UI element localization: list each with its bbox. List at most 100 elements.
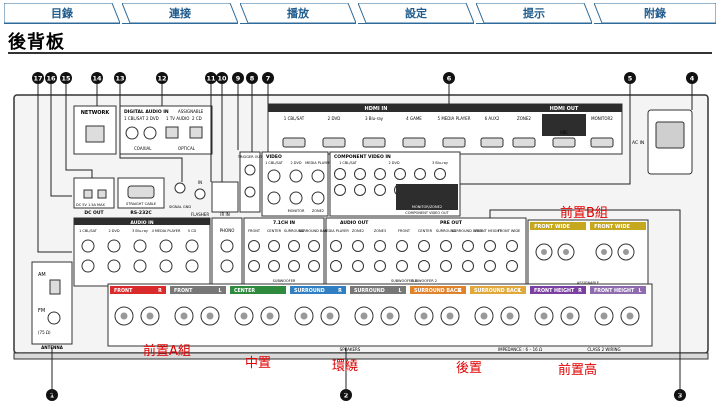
audio-in-jack	[185, 239, 199, 253]
hdmi-out-header	[506, 104, 622, 112]
component-jack	[414, 168, 426, 180]
audio-in-jack	[159, 239, 173, 253]
callout-number: 13	[115, 75, 124, 83]
video-zone2-label: ZONE2	[312, 209, 324, 213]
audio-out-channel-label: MEDIA PLAYER	[323, 229, 349, 233]
callout-number: 15	[61, 75, 71, 83]
coaxial-jack	[143, 126, 157, 140]
title-divider	[8, 52, 712, 54]
speaker-binding-post-core	[540, 312, 548, 320]
tab-connections[interactable]: 連接	[122, 3, 238, 24]
tab-shape	[122, 3, 238, 23]
speaker-channel-side: L	[518, 288, 521, 294]
nav-tabs: 目錄 連接 播放 設定 提示 附錄	[0, 0, 720, 26]
tab-shape	[4, 3, 120, 23]
component-input-label: 3 Blu-ray	[432, 161, 448, 165]
video-input-label: 2 DVD	[290, 161, 301, 165]
hdmi-port	[322, 137, 346, 148]
binding-post-core	[563, 249, 569, 255]
ac-socket	[655, 121, 685, 149]
speaker-channel-header	[170, 286, 226, 294]
coaxial-label: COAXIAL	[134, 146, 152, 151]
speaker-channel-header	[410, 286, 466, 294]
speaker-binding-post-core	[626, 312, 634, 320]
tab-appendix[interactable]: 附錄	[594, 3, 716, 24]
hdmi-port	[402, 137, 426, 148]
callout-marker: 5	[624, 72, 636, 84]
callout-circle	[205, 72, 217, 84]
preout-jack	[484, 260, 496, 272]
speaker-binding-post-core	[420, 312, 428, 320]
overlay-surround: 環繞	[332, 359, 359, 374]
callout-marker: 4	[686, 72, 698, 84]
preout-jack	[506, 240, 518, 252]
hdmi-port	[362, 137, 386, 148]
signal-gnd-label: SIGNAL GND	[169, 205, 191, 209]
tab-tips[interactable]: 提示	[476, 3, 592, 24]
component-input-label: 2 DVD	[388, 161, 399, 165]
preout-jack	[484, 240, 496, 252]
callout-number: 8	[250, 75, 255, 83]
am-label: AM	[38, 272, 46, 278]
preout-jack	[440, 260, 452, 272]
speaker-binding-post-core	[600, 312, 608, 320]
optical-label: OPTICAL	[178, 146, 196, 151]
tab-shape	[594, 3, 716, 23]
tab-settings[interactable]: 設定	[358, 3, 474, 24]
speaker-channel-side: R	[338, 288, 342, 294]
speaker-channel-label: FRONT	[114, 288, 133, 294]
ac-in-label: AC IN	[632, 140, 644, 146]
speaker-channel-header	[290, 286, 346, 294]
tab-playback[interactable]: 播放	[240, 3, 356, 24]
speaker-channel-label: SURROUND	[294, 288, 325, 294]
callout-marker: 10	[216, 72, 228, 84]
callout-number: 11	[206, 75, 216, 83]
audio-input-label: 3 Blu-ray	[132, 229, 148, 233]
component-out-label: COMPONENT VIDEO OUT	[405, 211, 449, 215]
preout-jack	[418, 260, 430, 272]
audio-input-label: 1 CBL/SAT	[79, 229, 98, 233]
speaker-channel-side: L	[638, 288, 641, 294]
speaker-channel-label: FRONT HEIGHT	[594, 288, 635, 294]
ch71-block	[243, 217, 325, 287]
pre-out-channel-label: FRONT	[398, 229, 411, 233]
phono-jack	[220, 259, 234, 273]
tab-label: 播放	[287, 7, 309, 20]
video-monitor-label: MONITOR	[288, 209, 305, 213]
ch71-jack	[268, 240, 280, 252]
trigger-jack	[244, 164, 256, 176]
speaker-channel-side: R	[578, 288, 582, 294]
speaker-channel-label: SURROUND BACK	[414, 288, 461, 294]
audio-in-jack	[81, 239, 95, 253]
preout-jack	[374, 260, 386, 272]
ch71-channel-label: SURROUND BACK	[299, 229, 331, 233]
callout-number: 9	[236, 75, 241, 83]
tab-contents[interactable]: 目錄	[4, 3, 120, 24]
digital-input-label: 2 CD	[192, 116, 202, 121]
page-title: 後背板	[8, 32, 65, 53]
digital-audio-label: DIGITAL AUDIO IN	[124, 109, 169, 115]
preout-jack	[418, 240, 430, 252]
component-jack	[334, 184, 346, 196]
front-wide-l-label: FRONT WIDE	[594, 224, 630, 230]
component-input-label: 1 CBL/SAT	[339, 161, 358, 165]
front-wide-l-header	[590, 222, 646, 230]
speaker-channel-label: CENTER	[234, 288, 255, 294]
component-out-block	[396, 184, 458, 210]
callout-circle	[60, 72, 72, 84]
optical-port	[165, 126, 179, 139]
trigger-jack	[244, 186, 256, 198]
callout-number: 10	[217, 75, 227, 83]
callout-number: 2	[344, 392, 349, 400]
video-jack	[267, 169, 281, 183]
preout-block	[325, 217, 527, 287]
ir-in-main-label: IR IN	[220, 212, 229, 217]
ch71-jack	[308, 240, 320, 252]
trigger-out-block	[239, 151, 261, 213]
front-wide-r-label: FRONT WIDE	[534, 224, 570, 230]
video-jack	[289, 191, 303, 205]
tab-label: 提示	[523, 7, 545, 20]
